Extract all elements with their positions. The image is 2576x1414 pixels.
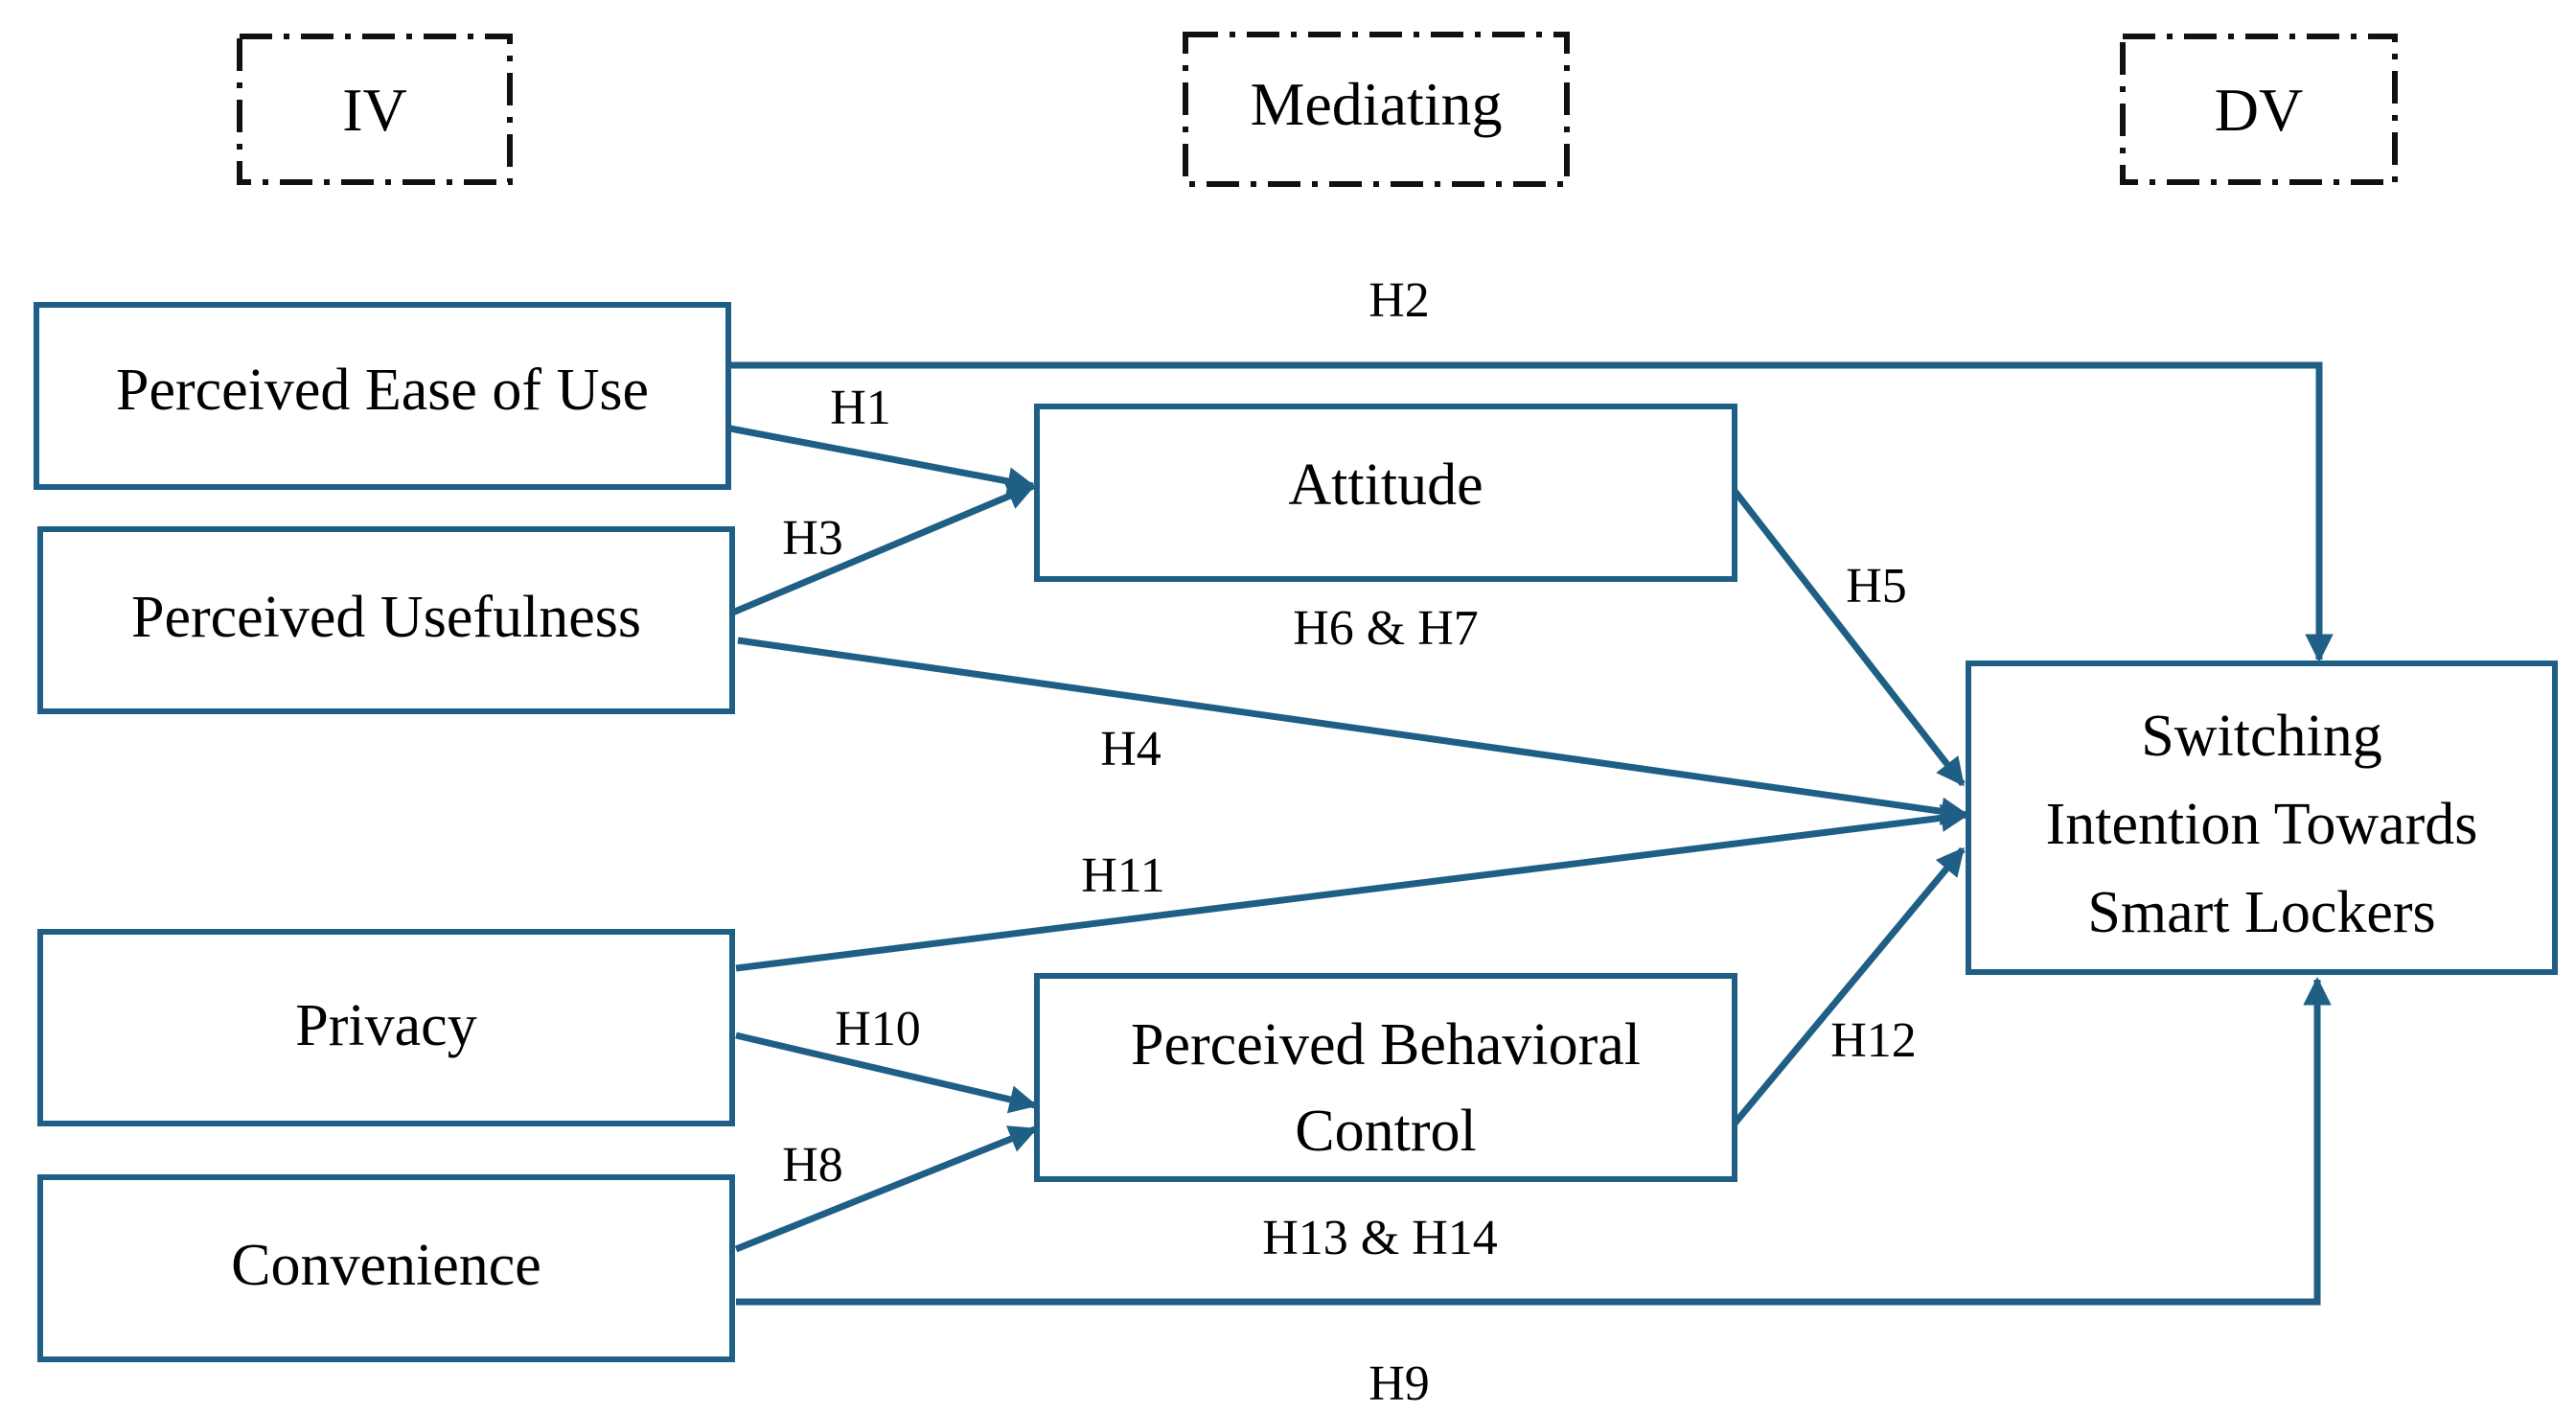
header-mediating: Mediating [1183,32,1570,187]
label-h9: H9 [1368,1356,1430,1411]
header-iv-border [237,34,513,185]
arrow-h9-convenience-to-switching [736,977,2332,1306]
label-h3: H3 [782,511,843,566]
label-h1: H1 [830,381,891,435]
arrow-h8-convenience-to-pbc [734,1125,1038,1253]
node-perceived-ease-of-use: Perceived Ease of Use [34,302,731,490]
node-convenience-box [37,1174,735,1362]
node-attitude-label: Attitude [1288,452,1483,518]
arrow-h12-pbc-to-switching [1732,846,1966,1126]
node-perceived-ease-of-use-box [34,302,731,490]
arrow-h4-usefulness-to-switching [737,637,1969,825]
node-perceived-usefulness-box [37,526,735,714]
header-mediating-label: Mediating [1250,70,1502,138]
node-perceived-usefulness-label: Perceived Usefulness [131,585,641,650]
node-pbc-label-line-2: Control [1295,1099,1476,1164]
node-switching-label-line-1: Switching [2141,704,2381,769]
label-h11: H11 [1081,848,1165,903]
arrow-h10-privacy-to-pbc [735,1032,1038,1114]
label-h10: H10 [835,1002,921,1056]
node-privacy-box [37,929,735,1126]
label-h12: H12 [1830,1013,1917,1068]
header-dv-border [2120,34,2398,185]
node-privacy: Privacy [37,929,735,1126]
node-perceived-usefulness: Perceived Usefulness [37,526,735,714]
node-convenience-label: Convenience [231,1233,541,1298]
arrow-h1-ease-to-attitude [729,425,1036,496]
label-h5: H5 [1846,559,1907,614]
header-iv-label: IV [342,76,407,144]
node-switching-intention-box [1966,661,2558,975]
node-pbc-label-line-1: Perceived Behavioral [1131,1012,1641,1078]
node-switching-intention: Switching Intention Towards Smart Locker… [1966,661,2558,975]
header-iv: IV [237,34,513,185]
label-h6-h7: H6 & H7 [1293,601,1479,656]
node-switching-label-line-2: Intention Towards [2046,792,2478,857]
node-attitude: Attitude [1034,404,1737,582]
label-h13-h14: H13 & H14 [1262,1211,1498,1265]
label-h8: H8 [782,1138,843,1193]
arrow-h5-attitude-to-switching [1732,488,1966,787]
header-dv-label: DV [2215,76,2303,144]
arrow-h11-privacy-to-switching [735,803,1969,972]
node-perceived-behavioral-control: Perceived Behavioral Control [1034,973,1737,1182]
node-perceived-ease-of-use-label: Perceived Ease of Use [116,358,649,423]
header-dv: DV [2120,34,2398,185]
node-switching-label-line-3: Smart Lockers [2087,880,2435,945]
header-mediating-border [1183,32,1570,187]
arrow-h3-usefulness-to-attitude [728,482,1036,617]
label-h2: H2 [1368,273,1430,328]
arrow-h2-ease-to-switching [730,361,2334,662]
node-attitude-box [1034,404,1737,582]
node-pbc-box [1034,973,1737,1182]
node-convenience: Convenience [37,1174,735,1362]
label-h4: H4 [1100,722,1162,777]
node-privacy-label: Privacy [295,993,476,1058]
